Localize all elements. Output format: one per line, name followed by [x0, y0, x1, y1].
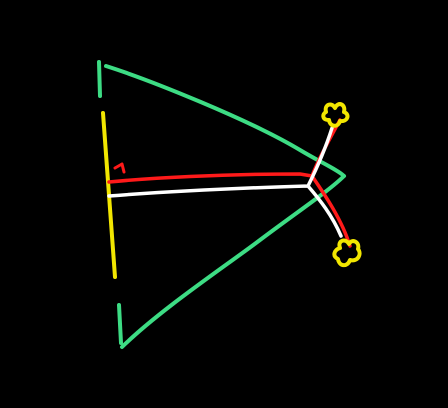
- endpoint-marker-bottom-scribble: [332, 238, 362, 268]
- white-ray: [107, 126, 343, 238]
- triangle-upper-edge: [104, 64, 346, 178]
- endpoint-marker-bottom: [332, 238, 362, 268]
- triangle-lower-edge: [120, 174, 346, 349]
- base-segment: [101, 111, 117, 279]
- triangle-left-edge-bottom: [117, 303, 123, 345]
- red-ray: [107, 118, 352, 248]
- endpoint-marker-top-scribble: [321, 102, 350, 128]
- triangle-outline: [97, 60, 346, 349]
- triangle-left-edge-top: [97, 60, 102, 98]
- right-angle-mark: [113, 162, 126, 174]
- endpoint-marker-top: [321, 102, 350, 128]
